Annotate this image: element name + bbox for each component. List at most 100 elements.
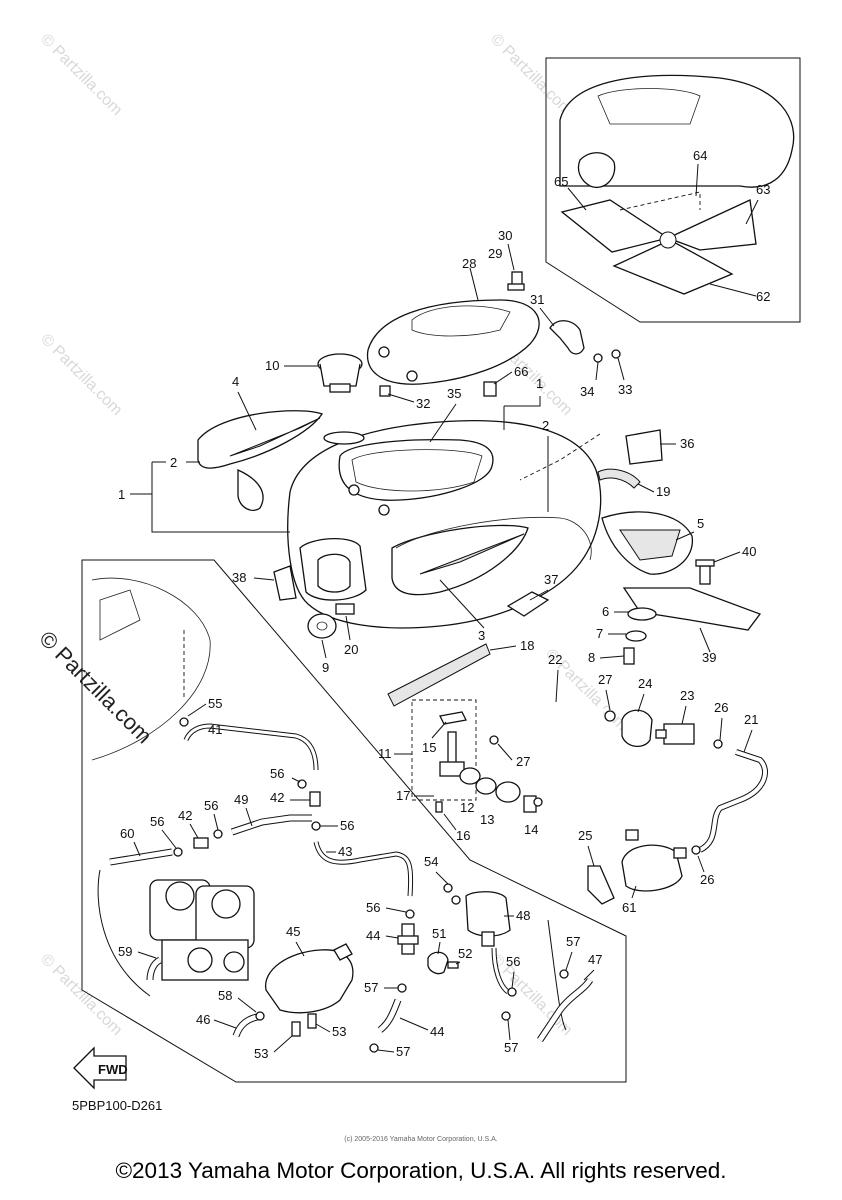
callout-44: 44 <box>366 928 380 943</box>
callout-2: 2 <box>542 418 549 433</box>
side-emblem-4: 4 <box>197 374 324 511</box>
callout-16: 16 <box>456 828 470 843</box>
callout-47: 46 <box>196 1012 210 1027</box>
callout-56: 56 <box>270 766 284 781</box>
callout-50: 49 <box>234 792 248 807</box>
callout-65: 65 <box>554 174 568 189</box>
callout-63: 63 <box>756 182 770 197</box>
diagram-code: 5PBP100-D261 <box>72 1098 163 1113</box>
callout-43: 43 <box>338 844 352 859</box>
callout-29: 29 <box>488 246 502 261</box>
callout-52: 52 <box>458 946 472 961</box>
callout-56: 56 <box>340 818 354 833</box>
callout-57: 57 <box>504 1040 518 1055</box>
callout-64: 64 <box>693 148 707 163</box>
callout-12: 12 <box>460 800 474 815</box>
fuel-cock-assembly: 11 15 12 13 14 17 16 27 <box>378 699 543 843</box>
inset-tank-pads: 64 65 63 62 <box>545 57 801 323</box>
callout-45: 44 <box>430 1024 444 1039</box>
callout-61: 61 <box>622 900 636 915</box>
callout-57: 57 <box>364 980 378 995</box>
fuel-line-parts: 22 27 24 23 26 21 26 <box>501 652 768 887</box>
callout-39: 39 <box>702 650 716 665</box>
callout-31: 31 <box>530 292 544 307</box>
callout-62: 62 <box>756 289 770 304</box>
callout-9: 9 <box>322 660 329 675</box>
callout-38: 38 <box>232 570 246 585</box>
callout-56: 56 <box>366 900 380 915</box>
evap-hoses: 55 41 56 42 56 43 49 56 42 56 60 <box>97 696 602 1061</box>
callout-13: 13 <box>480 812 494 827</box>
callout-14: 14 <box>524 822 538 837</box>
callout-37: 37 <box>544 572 558 587</box>
callout-41: 41 <box>208 722 222 737</box>
watermark-text: © Partzilla.com <box>37 331 125 419</box>
watermark-text: © Partzilla.com <box>37 31 125 119</box>
rear-bracket: 5 40 39 <box>601 511 762 665</box>
evap-system-panel <box>81 559 627 1083</box>
fuel-cap: 10 <box>265 353 363 393</box>
callout-1: 1 <box>118 487 125 502</box>
callout-27: 27 <box>598 672 612 687</box>
callout-10: 10 <box>265 358 279 373</box>
watermark-text: © Partzilla.com <box>487 951 575 1039</box>
callout-51: 51 <box>432 926 446 941</box>
callout-42: 42 <box>270 790 284 805</box>
callout-53: 53 <box>332 1024 346 1039</box>
callout-21: 21 <box>744 712 758 727</box>
watermark-text: © Partzilla.com <box>37 951 125 1039</box>
callout-bracket-right: 1 2 <box>503 376 601 512</box>
copyright-notice: ©2013 Yamaha Motor Corporation, U.S.A. A… <box>115 1158 727 1183</box>
carburetor <box>149 879 255 981</box>
fuel-pump: 25 61 <box>578 828 687 915</box>
callout-7: 7 <box>596 626 603 641</box>
callout-57: 57 <box>396 1044 410 1059</box>
callout-26: 26 <box>700 872 714 887</box>
fwd-arrow: FWD <box>73 1046 128 1090</box>
callout-23: 23 <box>680 688 694 703</box>
watermark-text: © Partzilla.com <box>487 31 575 119</box>
callout-19: 19 <box>656 484 670 499</box>
callout-59: 59 <box>118 944 132 959</box>
callout-8: 8 <box>588 650 595 665</box>
callout-bracket-left: 2 1 <box>118 455 290 533</box>
callout-36: 36 <box>680 436 694 451</box>
callout-60: 60 <box>120 826 134 841</box>
callout-28: 28 <box>462 256 476 271</box>
callout-48: 47 <box>588 952 602 967</box>
callout-1: 1 <box>536 376 543 391</box>
callout-30: 30 <box>498 228 512 243</box>
callout-53: 53 <box>254 1046 268 1061</box>
callout-6: 6 <box>602 604 609 619</box>
callout-34: 34 <box>580 384 594 399</box>
small-credit: (c) 2005-2016 Yamaha Motor Corporation, … <box>344 1136 498 1143</box>
callout-54: 54 <box>424 854 438 869</box>
callout-4: 4 <box>232 374 239 389</box>
small-parts-right-tank: 36 19 37 <box>506 429 694 617</box>
callout-22: 22 <box>548 652 562 667</box>
callout-18: 18 <box>520 638 534 653</box>
callout-20: 20 <box>344 642 358 657</box>
callout-56: 56 <box>204 798 218 813</box>
callout-2: 2 <box>170 455 177 470</box>
callout-40: 40 <box>742 544 756 559</box>
fwd-label: FWD <box>98 1062 128 1077</box>
callout-58: 58 <box>218 988 232 1003</box>
callout-15: 15 <box>422 740 436 755</box>
callout-5: 5 <box>697 516 704 531</box>
tank-top-cover: 28 30 29 31 34 33 32 <box>366 228 632 411</box>
callout-56: 56 <box>506 954 520 969</box>
callout-35: 35 <box>447 386 461 401</box>
callout-24: 24 <box>638 676 652 691</box>
callout-17: 17 <box>396 788 410 803</box>
callout-27: 27 <box>516 754 530 769</box>
callout-42: 42 <box>178 808 192 823</box>
callout-46: 45 <box>286 924 300 939</box>
callout-25: 25 <box>578 828 592 843</box>
tank-left-small-parts: 38 20 9 18 <box>232 565 534 707</box>
callout-66: 66 <box>514 364 528 379</box>
callout-33: 33 <box>618 382 632 397</box>
callout-3: 3 <box>478 628 485 643</box>
fuel-tank: 35 3 66 <box>287 364 602 643</box>
